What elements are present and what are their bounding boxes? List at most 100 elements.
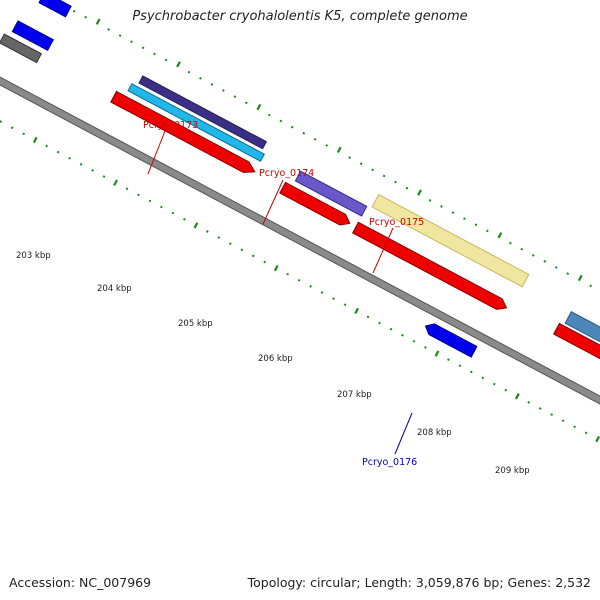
tick-label-205: 205 kbp <box>178 319 213 329</box>
forward-strand-genes <box>0 33 600 364</box>
minor-tick <box>378 321 381 325</box>
major-tick <box>336 146 342 153</box>
gene-pcryo-0173[interactable] <box>110 90 258 177</box>
minor-tick <box>371 168 374 172</box>
minor-tick <box>263 260 267 264</box>
major-tick <box>434 350 440 357</box>
minor-tick <box>68 156 71 160</box>
major-tick <box>577 274 583 282</box>
minor-tick <box>348 156 351 159</box>
minor-tick <box>148 199 152 203</box>
minor-tick <box>440 205 443 208</box>
minor-tick <box>0 120 3 123</box>
minor-tick <box>332 297 335 300</box>
gene-pcryo-0174[interactable] <box>279 181 353 228</box>
gene-red-right[interactable] <box>553 322 600 364</box>
minor-tick <box>233 95 237 98</box>
gene-label-pcryo-0176[interactable]: Pcryo_0176 <box>362 457 417 468</box>
minor-tick <box>302 131 306 135</box>
minor-tick <box>520 247 524 251</box>
cds-feature-blue-left[interactable] <box>11 20 54 51</box>
tick-label-204: 204 kbp <box>97 284 132 294</box>
major-tick <box>176 61 181 68</box>
minor-tick <box>107 28 110 31</box>
genome-backbone <box>0 52 600 483</box>
cds-feature-pcryo-0174[interactable] <box>294 170 368 217</box>
gene-label-pcryo-0173[interactable]: Pcryo_0173 <box>143 120 198 131</box>
minor-tick <box>205 230 209 233</box>
gene-pcryo-0175[interactable] <box>352 221 510 313</box>
gene-label-pcryo-0175[interactable]: Pcryo_0175 <box>369 217 424 228</box>
outer-tick-row <box>49 0 593 288</box>
major-tick <box>32 136 38 144</box>
gene-labels: Pcryo_0173 Pcryo_0174 Pcryo_0175 Pcryo_0… <box>143 120 424 468</box>
minor-tick <box>187 70 191 74</box>
cds-feature-pcryo-0173[interactable] <box>138 75 268 150</box>
minor-tick <box>584 431 588 435</box>
feature-gray-left[interactable] <box>0 33 43 64</box>
minor-tick <box>22 132 26 136</box>
minor-tick <box>313 137 317 141</box>
minor-tick <box>160 205 163 209</box>
minor-tick <box>527 401 531 404</box>
minor-tick <box>118 34 122 37</box>
major-tick <box>113 179 118 186</box>
minor-tick <box>359 162 363 166</box>
minor-tick <box>325 144 329 147</box>
minor-tick <box>240 248 244 252</box>
minor-tick <box>554 266 558 269</box>
callout-line-pcryo-0176 <box>394 412 413 455</box>
minor-tick <box>424 346 427 349</box>
minor-tick <box>389 327 393 331</box>
major-tick <box>497 232 503 239</box>
minor-tick <box>543 260 547 263</box>
minor-tick <box>297 278 301 282</box>
minor-tick <box>183 217 186 221</box>
minor-tick <box>84 15 87 19</box>
minor-tick <box>561 419 565 423</box>
rna-feature-pcryo-0173[interactable] <box>127 83 265 162</box>
minor-tick <box>401 333 404 337</box>
minor-tick <box>469 370 473 374</box>
minor-tick <box>79 162 83 166</box>
minor-tick <box>366 315 370 319</box>
gene-label-pcryo-0174[interactable]: Pcryo_0174 <box>259 168 314 179</box>
minor-tick <box>428 199 432 202</box>
page-title: Psychrobacter cryohalolentis K5, complet… <box>132 9 468 24</box>
tick-label-207: 207 kbp <box>337 390 372 400</box>
feature-lane-top <box>138 75 530 288</box>
misc-feature-pcryo-0175[interactable] <box>371 193 530 288</box>
gene-blue-top-left[interactable] <box>38 0 72 18</box>
accession-text: Accession: NC_007969 <box>9 575 152 590</box>
major-tick <box>417 189 422 196</box>
major-tick <box>193 222 199 229</box>
major-tick <box>95 18 101 25</box>
major-tick <box>354 307 360 315</box>
minor-tick <box>199 76 202 80</box>
minor-tick <box>141 46 145 50</box>
minor-tick <box>481 376 485 380</box>
tick-label-203: 203 kbp <box>16 251 51 261</box>
minor-tick <box>320 291 324 294</box>
minor-tick <box>244 101 248 105</box>
minor-tick <box>125 187 129 191</box>
minor-tick <box>279 119 283 123</box>
minor-tick <box>405 186 409 190</box>
major-tick <box>514 393 520 400</box>
minor-tick <box>267 113 271 117</box>
minor-tick <box>130 40 133 44</box>
minor-tick <box>474 223 478 227</box>
minor-tick <box>492 382 496 386</box>
minor-tick <box>451 211 455 214</box>
minor-tick <box>286 272 290 276</box>
gene-pcryo-0176[interactable] <box>423 321 478 358</box>
minor-tick <box>382 174 386 178</box>
minor-tick <box>72 9 76 13</box>
cds-feature-blue-right[interactable] <box>564 311 600 351</box>
minor-tick <box>589 284 593 288</box>
minor-tick <box>343 303 347 307</box>
minor-tick <box>531 253 535 257</box>
minor-tick <box>217 236 221 239</box>
minor-tick <box>412 339 416 343</box>
